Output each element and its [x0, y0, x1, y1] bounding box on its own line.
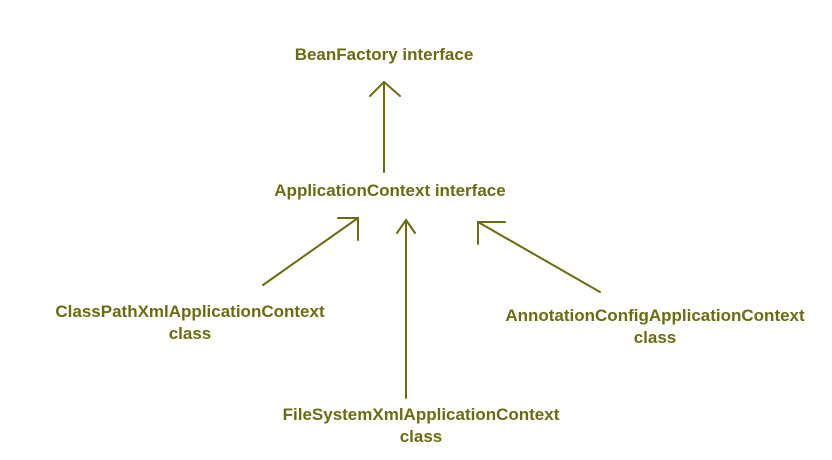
- node-application-context: ApplicationContext interface: [190, 180, 590, 202]
- node-filesystem-label: FileSystemXmlApplicationContext: [282, 405, 560, 424]
- arrow-classpath-to-appctx: [262, 217, 359, 286]
- node-filesystem-kind: class: [399, 427, 443, 446]
- arrow-annotation-to-appctx: [477, 221, 601, 293]
- node-classpath-kind: class: [168, 324, 212, 343]
- node-bean-factory-label: BeanFactory interface: [294, 45, 474, 64]
- node-filesystem-xml-application-context: FileSystemXmlApplicationContext class: [236, 404, 606, 448]
- node-classpath-xml-application-context: ClassPathXmlApplicationContext class: [20, 301, 360, 345]
- node-classpath-label: ClassPathXmlApplicationContext: [55, 302, 325, 321]
- node-annotation-kind: class: [633, 328, 677, 347]
- arrow-appctx-to-beanfactory: [369, 81, 401, 173]
- node-application-context-label: ApplicationContext interface: [274, 181, 506, 200]
- node-annotation-label: AnnotationConfigApplicationContext: [505, 306, 805, 325]
- node-annotation-config-application-context: AnnotationConfigApplicationContext class: [470, 305, 832, 349]
- node-bean-factory: BeanFactory interface: [234, 44, 534, 66]
- arrow-filesystem-to-appctx: [396, 219, 416, 399]
